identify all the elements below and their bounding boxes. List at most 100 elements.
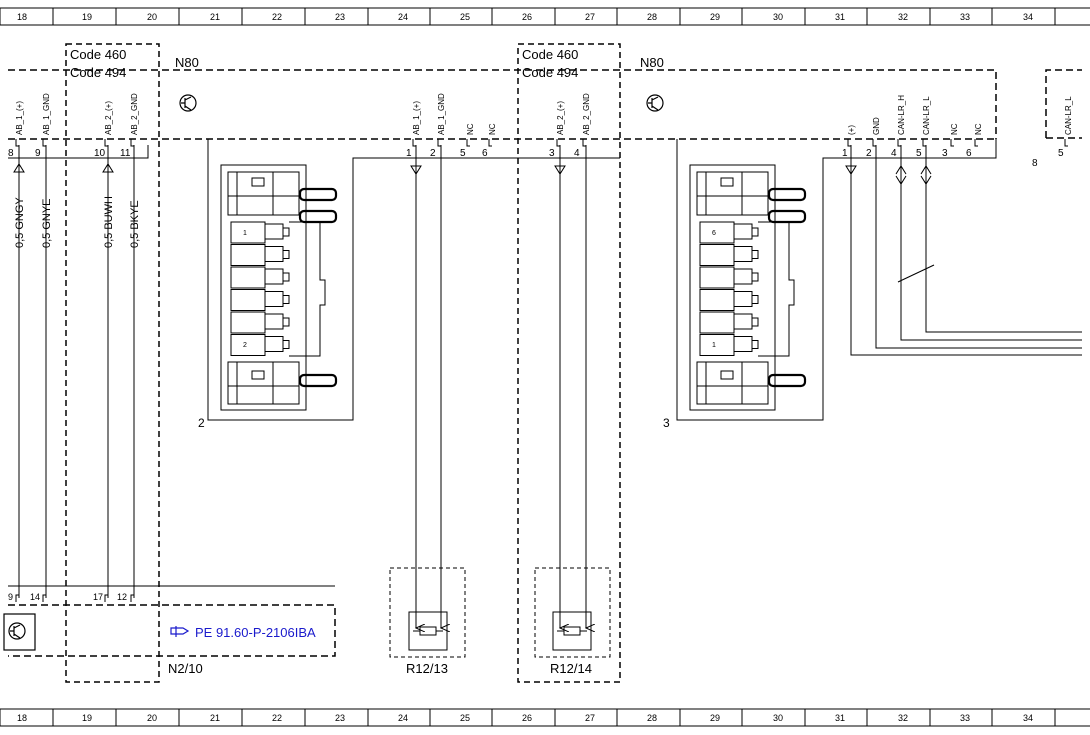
grid-col-bottom-20: 20 xyxy=(147,713,157,723)
pin-label-left-2: AB_2_(+) xyxy=(104,101,113,135)
code-box-left xyxy=(65,43,160,683)
pin-label-right-0: (+) xyxy=(847,125,856,135)
grid-col-top-25: 25 xyxy=(460,12,470,22)
pin-number-right-5: 6 xyxy=(966,148,972,159)
wire-label-0: 0,5 GNGY xyxy=(14,197,26,248)
pin-number-mid2-0: 3 xyxy=(549,148,555,159)
grid-col-top-19: 19 xyxy=(82,12,92,22)
resistor-icon-r12-13 xyxy=(408,611,448,651)
pin-label-right-3: CAN-LR_L xyxy=(922,96,931,135)
pin-label-mid2-0: AB_2_(+) xyxy=(556,101,565,135)
pin-label-mid-2: NC xyxy=(466,123,475,135)
pin-label-mid2-1: AB_2_GND xyxy=(582,93,591,135)
grid-col-bottom-19: 19 xyxy=(82,713,92,723)
pin-label-right-5: NC xyxy=(974,123,983,135)
reference-link[interactable]: PE 91.60-P-2106IBA xyxy=(170,625,316,640)
wires xyxy=(8,139,1082,628)
connector-cell-label-right_cells-1: 1 xyxy=(712,342,716,349)
connector-cell-label-left_cells-0: 1 xyxy=(243,230,247,237)
pin-number-left-2: 10 xyxy=(94,148,106,159)
grid-col-bottom-23: 23 xyxy=(335,713,345,723)
connector-3: 61 xyxy=(689,164,807,411)
connector-cell-label-left_cells-1: 2 xyxy=(243,342,247,349)
pin-label-left-3: AB_2_GND xyxy=(130,93,139,135)
wire-label-1: 0,5 GNYE xyxy=(41,198,53,248)
module-label-n80-right: N80 xyxy=(640,55,664,70)
connector-cell-label-right_cells-0: 6 xyxy=(712,230,716,237)
transistor-icon-n2-10 xyxy=(3,613,36,651)
pin-label-mid-3: NC xyxy=(488,123,497,135)
code-label-right-460: Code 460 xyxy=(522,47,578,62)
grid-col-bottom-30: 30 xyxy=(773,713,783,723)
grid-col-top-18: 18 xyxy=(17,12,27,22)
code-label-right-494: Code 494 xyxy=(522,65,578,80)
grid-col-bottom-22: 22 xyxy=(272,713,282,723)
pin-label-mid-1: AB_1_GND xyxy=(437,93,446,135)
grid-col-bottom-29: 29 xyxy=(710,713,720,723)
pin-label-mid-0: AB_1_(+) xyxy=(412,101,421,135)
grid-col-bottom-28: 28 xyxy=(647,713,657,723)
reference-link-text[interactable]: PE 91.60-P-2106IBA xyxy=(195,625,316,640)
grid-col-bottom-24: 24 xyxy=(398,713,408,723)
grid-col-bottom-26: 26 xyxy=(522,713,532,723)
pin-ticks xyxy=(15,139,1068,602)
grid-col-top-20: 20 xyxy=(147,12,157,22)
pin-number-right-1: 2 xyxy=(866,148,872,159)
grid-col-top-32: 32 xyxy=(898,12,908,22)
grid-col-top-30: 30 xyxy=(773,12,783,22)
pin-number-left-3: 11 xyxy=(120,148,131,159)
code-label-left-494: Code 494 xyxy=(70,65,126,80)
code-box-right xyxy=(517,43,621,683)
grid-col-bottom-27: 27 xyxy=(585,713,595,723)
wire-label-2: 0,5 BUWH xyxy=(103,196,115,248)
pin-number-mid-3: 6 xyxy=(482,148,488,159)
grid-col-top-22: 22 xyxy=(272,12,282,22)
grid-col-top-29: 29 xyxy=(710,12,720,22)
grid-col-top-21: 21 xyxy=(210,12,220,22)
wire-label-3: 0,5 BKYE xyxy=(129,200,141,248)
pin-label-right-4: NC xyxy=(950,123,959,135)
wire-direction-markers xyxy=(13,163,932,185)
pin-labels: AB_1_(+) AB_1_GND AB_2_(+) AB_2_GND AB_1_(+)… xyxy=(15,93,1073,135)
connector-id-2: 2 xyxy=(198,416,205,430)
connector-id-3: 3 xyxy=(663,416,670,430)
module-label-r12-13: R12/13 xyxy=(406,661,448,676)
pin-number-bottom-0: 9 xyxy=(8,592,13,602)
pin-number-mid2-1: 4 xyxy=(574,148,580,159)
pin-number-left-0: 8 xyxy=(8,148,14,159)
grid-col-top-28: 28 xyxy=(647,12,657,22)
grid-col-top-31: 31 xyxy=(835,12,845,22)
pin-number-mid-2: 5 xyxy=(460,148,466,159)
grid-col-bottom-18: 18 xyxy=(17,713,27,723)
pin-label-left-0: AB_1_(+) xyxy=(15,101,24,135)
pin-number-far-right-8: 8 xyxy=(1032,158,1038,169)
pin-number-mid-1: 2 xyxy=(430,148,436,159)
pin-label-right-2: CAN-LR_H xyxy=(897,95,906,135)
code-label-left-460: Code 460 xyxy=(70,47,126,62)
pin-number-right-0: 1 xyxy=(842,148,848,159)
r12-14-box xyxy=(534,567,611,658)
grid-col-bottom-32: 32 xyxy=(898,713,908,723)
pin-label-left-1: AB_1_GND xyxy=(42,93,51,135)
module-label-n2-10: N2/10 xyxy=(168,661,203,676)
r12-13-box xyxy=(389,567,466,658)
pin-label-far-right: CAN-LR_L xyxy=(1064,96,1073,135)
pin-number-bottom-2: 17 xyxy=(93,592,103,602)
pin-number-bottom-1: 14 xyxy=(30,592,40,602)
grid-col-top-26: 26 xyxy=(522,12,532,22)
transistor-icon-left xyxy=(179,94,197,112)
grid-col-top-24: 24 xyxy=(398,12,408,22)
grid-col-top-33: 33 xyxy=(960,12,970,22)
pointing-hand-icon xyxy=(170,626,190,637)
grid-col-top-23: 23 xyxy=(335,12,345,22)
pin-number-bottom-3: 12 xyxy=(117,592,127,602)
pin-label-right-1: GND xyxy=(872,117,881,135)
grid-col-bottom-25: 25 xyxy=(460,713,470,723)
n2-10-module-box xyxy=(8,604,336,657)
grid-col-top-27: 27 xyxy=(585,12,595,22)
grid-col-bottom-34: 34 xyxy=(1023,713,1033,723)
pin-number-right-2: 4 xyxy=(891,148,897,159)
